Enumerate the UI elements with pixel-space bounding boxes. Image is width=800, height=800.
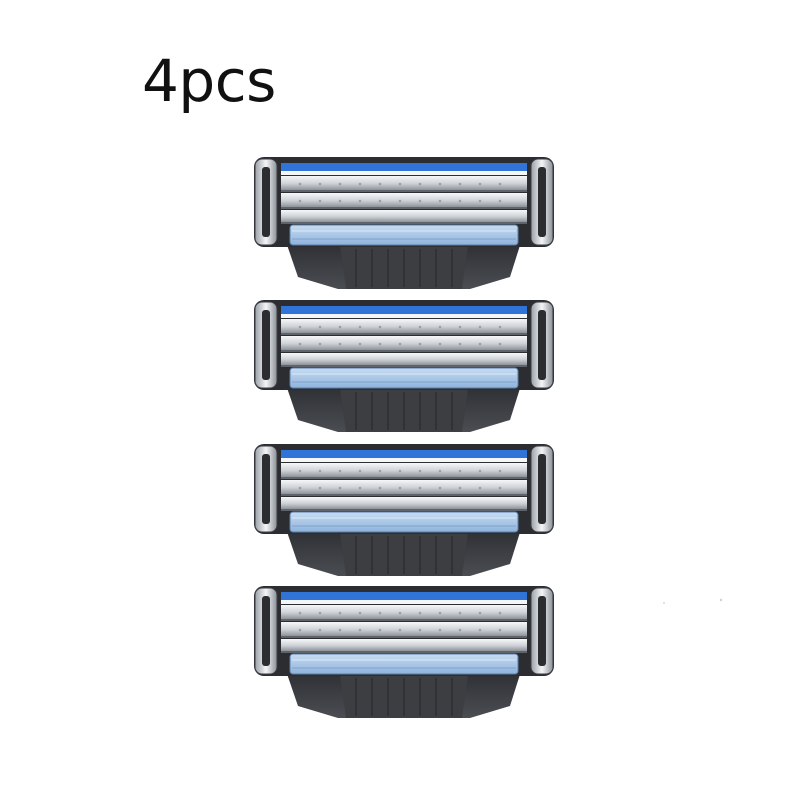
speck [719,598,723,602]
speck [663,602,665,604]
cartridge-2 [253,299,555,433]
cartridge-1 [253,156,555,290]
cartridge-4 [253,585,555,719]
cartridge-3 [253,443,555,577]
quantity-label: 4pcs [142,47,276,115]
